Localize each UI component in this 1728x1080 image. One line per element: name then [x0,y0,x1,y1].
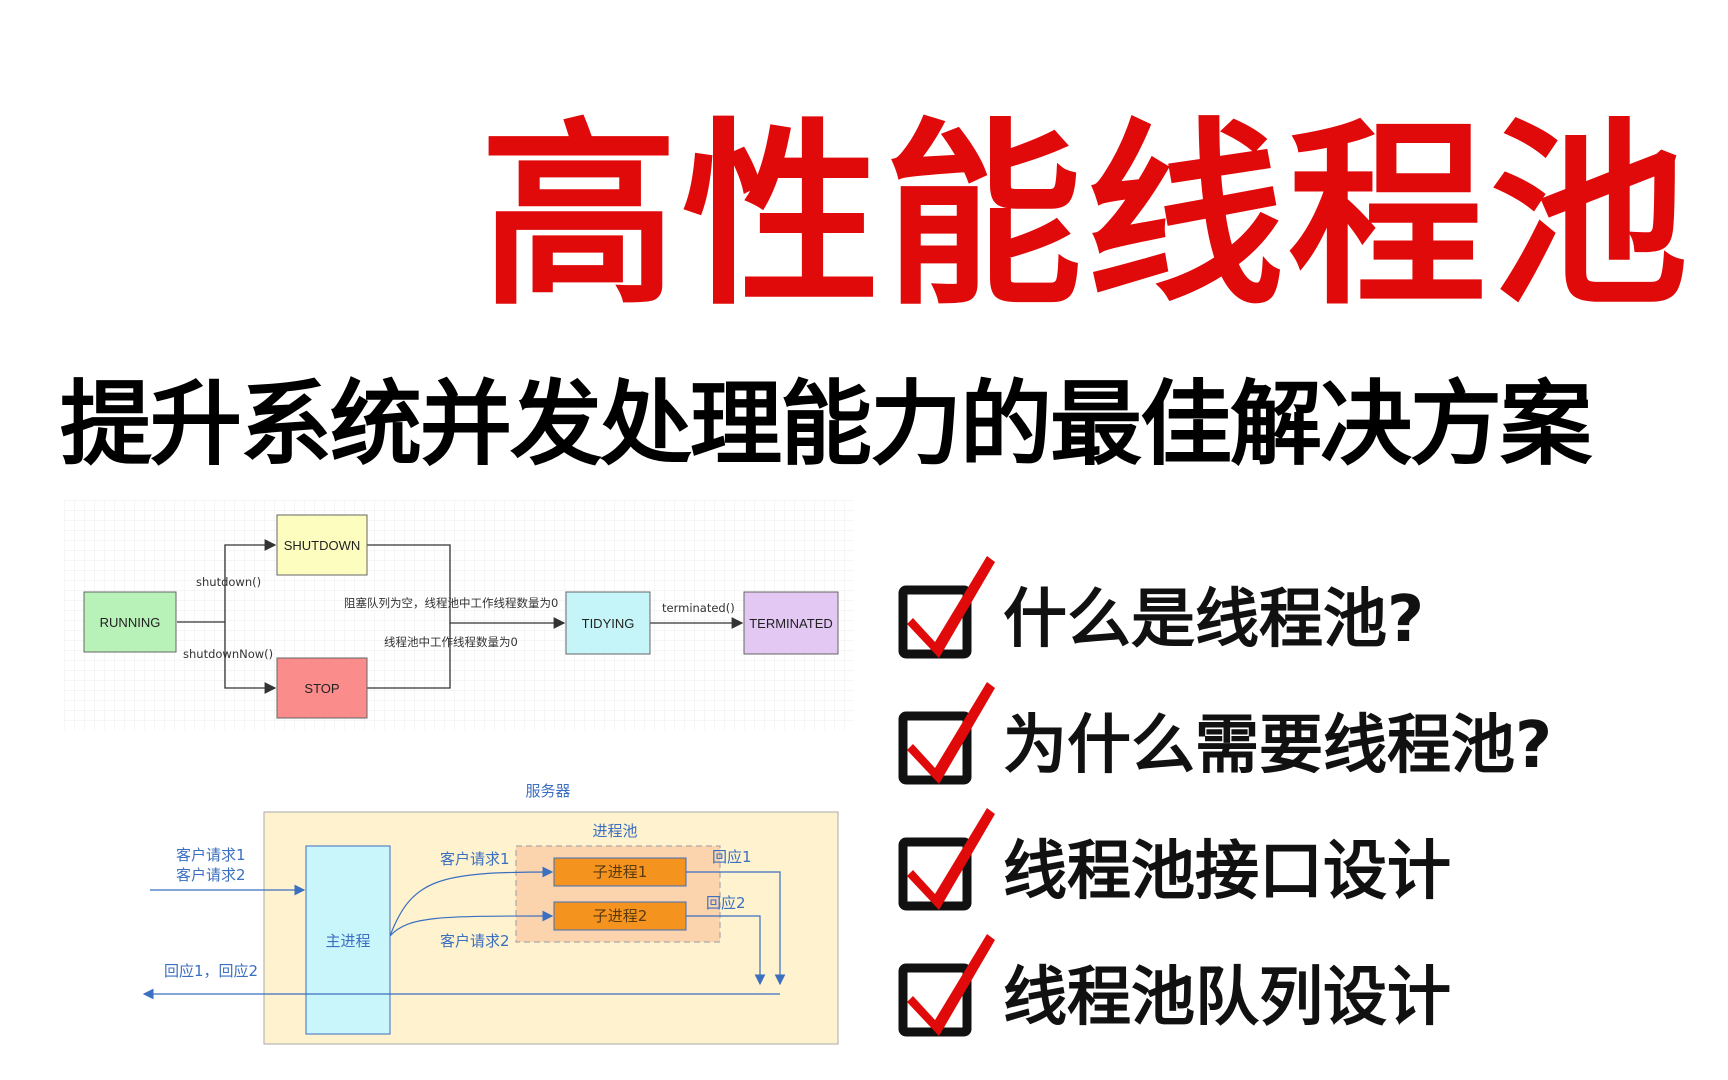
checklist-item: 什么是线程池? [895,548,1705,674]
child-process-2-label: 子进程2 [593,907,648,925]
state-stop: STOP [276,657,368,719]
arrow-main-to-child1 [389,866,554,937]
checkmark-icon [898,682,995,785]
request-2-label: 客户请求2 [440,932,510,950]
child-process-1 [553,857,687,887]
pool-label: 进程池 [592,822,637,840]
state-shutdown-label: SHUTDOWN [284,538,361,553]
client-request-2-label: 客户请求2 [176,866,246,884]
edge-shutdown-tidying [367,544,566,629]
checklist-item-text: 线程池接口设计 [1003,835,1451,909]
checklist-item: 线程池队列设计 [895,926,1705,1052]
response-2-label: 回应2 [706,894,746,912]
server-label: 服务器 [525,782,570,800]
arrow-child1-response [686,871,786,986]
main-title: 高性能线程池 [480,101,1692,332]
edge-running-shutdown [224,539,277,622]
checkmark-icon [898,934,995,1037]
state-stop-label: STOP [304,681,339,696]
responses-label: 回应1，回应2 [164,962,258,980]
edge-stop-tidying [367,623,451,689]
state-terminated-label: TERMINATED [749,616,833,631]
response-1-label: 回应1 [712,848,752,866]
edge-label-shutdown-now: shutdownNow() [183,647,273,661]
state-running-label: RUNNING [100,615,161,630]
child-process-2 [553,901,687,931]
architecture-svg: 服务器 主进程 进程池 子进程1 子进程2 客户请求1 客户请求2 客户请求1 … [142,782,839,1045]
main-process-label: 主进程 [325,932,370,950]
arrow-child2-response [686,915,766,986]
subtitle: 提升系统并发处理能力的最佳解决方案 [60,371,1592,478]
checklist-item-text: 线程池队列设计 [1003,961,1451,1035]
checkmark-icon [898,808,995,911]
child-process-1-label: 子进程1 [593,863,648,881]
main-process-box [305,845,391,1035]
checklist-item-text: 为什么需要线程池? [1003,709,1553,783]
state-diagram: RUNNING SHUTDOWN STOP TIDYING TERMINATED… [64,500,854,730]
state-tidying-label: TIDYING [582,616,635,631]
arrow-main-to-child2 [389,910,554,937]
edge-label-workers-zero: 线程池中工作线程数量为0 [384,635,518,649]
edge-running-stop [224,622,277,694]
checklist-item-text: 什么是线程池? [1003,583,1425,657]
checkmark-icon [898,556,995,659]
edge-label-terminated: terminated() [662,601,735,615]
state-diagram-svg: RUNNING SHUTDOWN STOP TIDYING TERMINATED… [64,500,854,730]
process-pool-architecture: 服务器 主进程 进程池 子进程1 子进程2 客户请求1 客户请求2 客户请求1 … [140,770,840,1050]
state-shutdown: SHUTDOWN [276,514,368,576]
checklist-item: 为什么需要线程池? [895,674,1705,800]
edge-label-shutdown: shutdown() [196,575,261,589]
state-terminated: TERMINATED [743,591,839,655]
checklist-item: 线程池接口设计 [895,800,1705,926]
request-1-label: 客户请求1 [440,850,510,868]
feature-checklist: 什么是线程池? 为什么需要线程池? 线程池接口设计 线程池队列设计 [895,548,1705,1052]
edge-label-queue-empty: 阻塞队列为空，线程池中工作线程数量为0 [344,596,558,610]
state-tidying: TIDYING [565,591,651,655]
client-request-1-label: 客户请求1 [176,846,246,864]
state-running: RUNNING [83,591,177,653]
